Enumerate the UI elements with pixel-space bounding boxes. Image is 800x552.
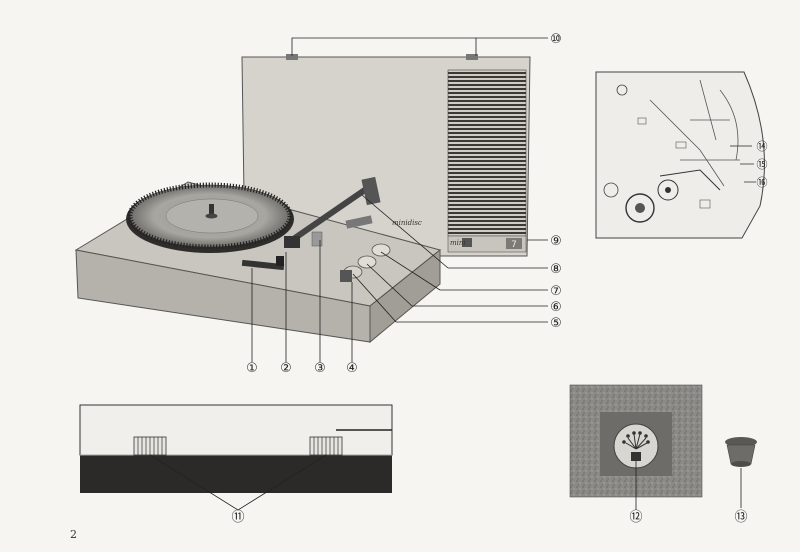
- foot-left: [133, 436, 167, 456]
- underside-view: [595, 71, 765, 239]
- callout-15: ⑮: [757, 158, 768, 171]
- callout-2: ②: [280, 361, 292, 376]
- din-socket-panel: [569, 384, 703, 510]
- cartridge: [284, 236, 300, 248]
- speed-slider: [241, 259, 285, 271]
- callout-5: ⑤: [550, 316, 562, 331]
- callout-11: ⑪: [231, 510, 244, 525]
- callout-14: ⑭: [757, 140, 768, 153]
- foot-right: [309, 436, 343, 456]
- callout-4: ④: [346, 361, 358, 376]
- callout-10: ⑩: [550, 32, 562, 47]
- volume-knob: [371, 243, 391, 257]
- callout-3: ③: [314, 361, 326, 376]
- arm-lift: [311, 231, 323, 247]
- reject-lever: [340, 270, 352, 282]
- callout-7: ⑦: [550, 284, 562, 299]
- lid-hinge-left: [286, 54, 298, 60]
- side-view: [79, 404, 393, 511]
- base-side: [369, 248, 441, 344]
- side-view-bottom: [80, 455, 392, 493]
- underside-outline: [595, 71, 765, 239]
- callout-16: ⑯: [757, 176, 768, 189]
- spindle-adapter: [725, 437, 757, 508]
- callouts: ① ② ③ ④ ⑤ ⑥ ⑦ ⑧ ⑨ ⑩ ⑪ ⑫ ⑬ ⑭ ⑮ ⑯: [231, 32, 767, 525]
- callout-6: ⑥: [550, 300, 562, 315]
- callout-8: ⑧: [550, 262, 562, 277]
- callout-1: ①: [246, 361, 258, 376]
- motor-pulley: [625, 193, 655, 223]
- speaker-badge-number: 7: [511, 240, 517, 250]
- leader-lines: [251, 37, 548, 362]
- lid-hinge-right: [466, 54, 478, 60]
- tonearm: [289, 182, 375, 243]
- record-player-drawing: 7 mini minidisc: [74, 54, 531, 344]
- spindle: [209, 204, 214, 216]
- tone-knob: [357, 255, 377, 269]
- speaker-grille: [447, 69, 527, 237]
- callout-9: ⑨: [550, 234, 562, 249]
- badge-brand: mini: [450, 239, 466, 247]
- callout-13: ⑬: [734, 510, 747, 525]
- callout-12: ⑫: [629, 510, 642, 525]
- brand-script: minidisc: [392, 219, 422, 227]
- tonearm-rest: [345, 215, 373, 229]
- page-number: 2: [70, 528, 77, 541]
